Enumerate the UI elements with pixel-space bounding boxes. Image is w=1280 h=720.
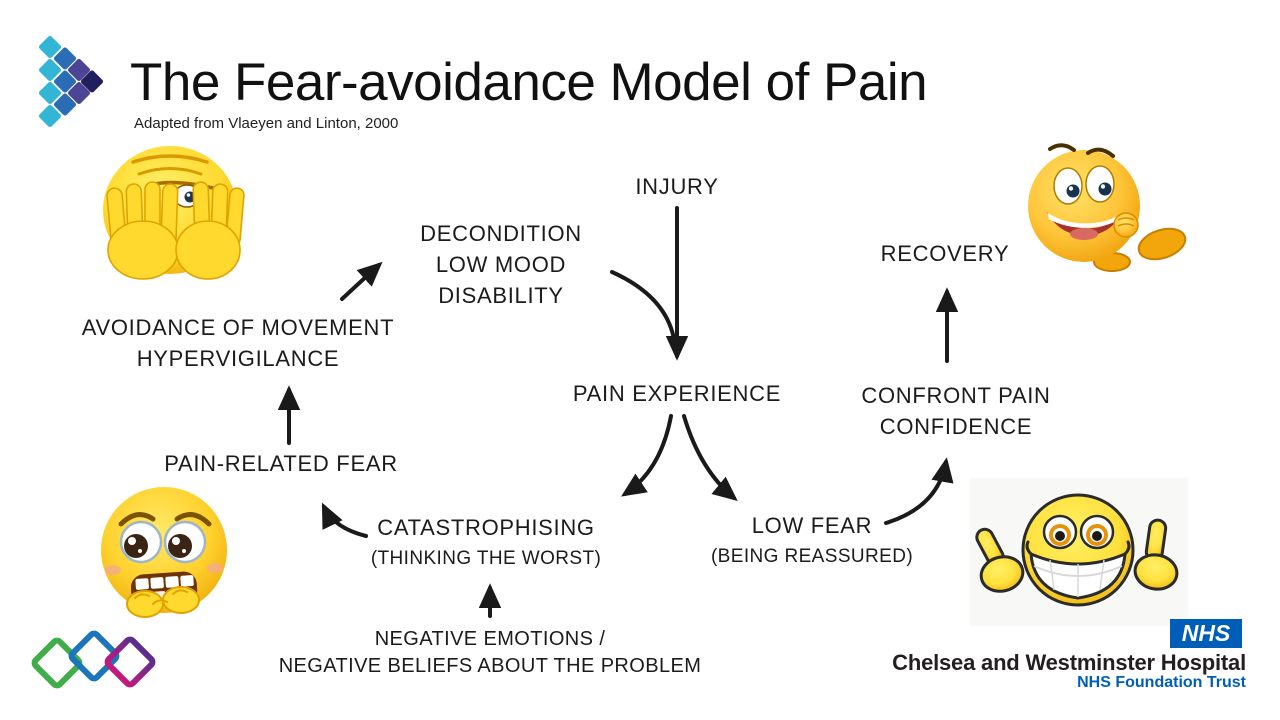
node-line: PAIN EXPERIENCE: [572, 381, 782, 406]
node-line: (BEING REASSURED): [710, 546, 914, 567]
node-avoidance: AVOIDANCE OF MOVEMENT HYPERVIGILANCE: [82, 312, 395, 374]
diamond-arrow-logo: [39, 36, 103, 127]
node-line: RECOVERY: [880, 241, 1010, 266]
nhs-logo-text: NHS: [1181, 620, 1231, 646]
arrow-catastrophising-to-pain-related-fear: [321, 502, 368, 538]
node-line: CONFIDENCE: [879, 414, 1033, 439]
node-line: NEGATIVE EMOTIONS /: [374, 628, 606, 650]
node-catastrophising: CATASTROPHISING (THINKING THE WORST): [371, 512, 601, 574]
arrow-decondition-to-pain-experience: [610, 270, 677, 348]
node-line: INJURY: [635, 174, 719, 199]
node-line: DISABILITY: [438, 283, 564, 308]
nail-biting-anxious-emoji: [101, 487, 227, 618]
arrow-pain-experience-to-catastrophising: [621, 414, 673, 497]
node-line: AVOIDANCE OF MOVEMENT: [81, 315, 395, 340]
node-injury: INJURY: [635, 171, 718, 202]
node-line: NEGATIVE BELIEFS ABOUT THE PROBLEM: [278, 655, 702, 677]
trust-name: NHS Foundation Trust: [1077, 674, 1246, 691]
node-line: DECONDITION: [420, 221, 582, 246]
hospital-name: Chelsea and Westminster Hospital: [892, 650, 1246, 675]
node-line: LOW MOOD: [435, 252, 567, 277]
node-low-fear: LOW FEAR (BEING REASSURED): [711, 510, 913, 572]
interlocking-diamonds-logo: [31, 630, 156, 689]
double-thumbs-up-emoji: [970, 478, 1188, 626]
node-line: CATASTROPHISING: [377, 515, 595, 540]
arrow-avoidance-to-decondition: [340, 261, 383, 301]
node-decondition: DECONDITION LOW MOOD DISABILITY: [420, 218, 582, 311]
node-negative-emotions: NEGATIVE EMOTIONS / NEGATIVE BELIEFS ABO…: [279, 626, 702, 680]
node-pain-related-fear: PAIN-RELATED FEAR: [164, 448, 398, 479]
node-recovery: RECOVERY: [881, 238, 1010, 269]
nhs-logo: NHS: [1170, 619, 1242, 648]
node-line: (THINKING THE WORST): [370, 548, 602, 569]
node-line: PAIN-RELATED FEAR: [164, 451, 398, 476]
slide-title: The Fear-avoidance Model of Pain: [130, 53, 928, 112]
peeking-behind-hands-emoji: [103, 146, 245, 280]
node-confront-pain: CONFRONT PAIN CONFIDENCE: [861, 380, 1050, 442]
happy-strolling-emoji: [1028, 143, 1187, 272]
slide-subtitle: Adapted from Vlaeyen and Linton, 2000: [134, 115, 399, 132]
node-line: LOW FEAR: [751, 513, 873, 538]
node-line: CONFRONT PAIN: [861, 383, 1051, 408]
node-line: HYPERVIGILANCE: [136, 346, 340, 371]
node-pain-experience: PAIN EXPERIENCE: [573, 378, 781, 409]
arrow-pain-experience-to-low-fear: [682, 414, 738, 502]
